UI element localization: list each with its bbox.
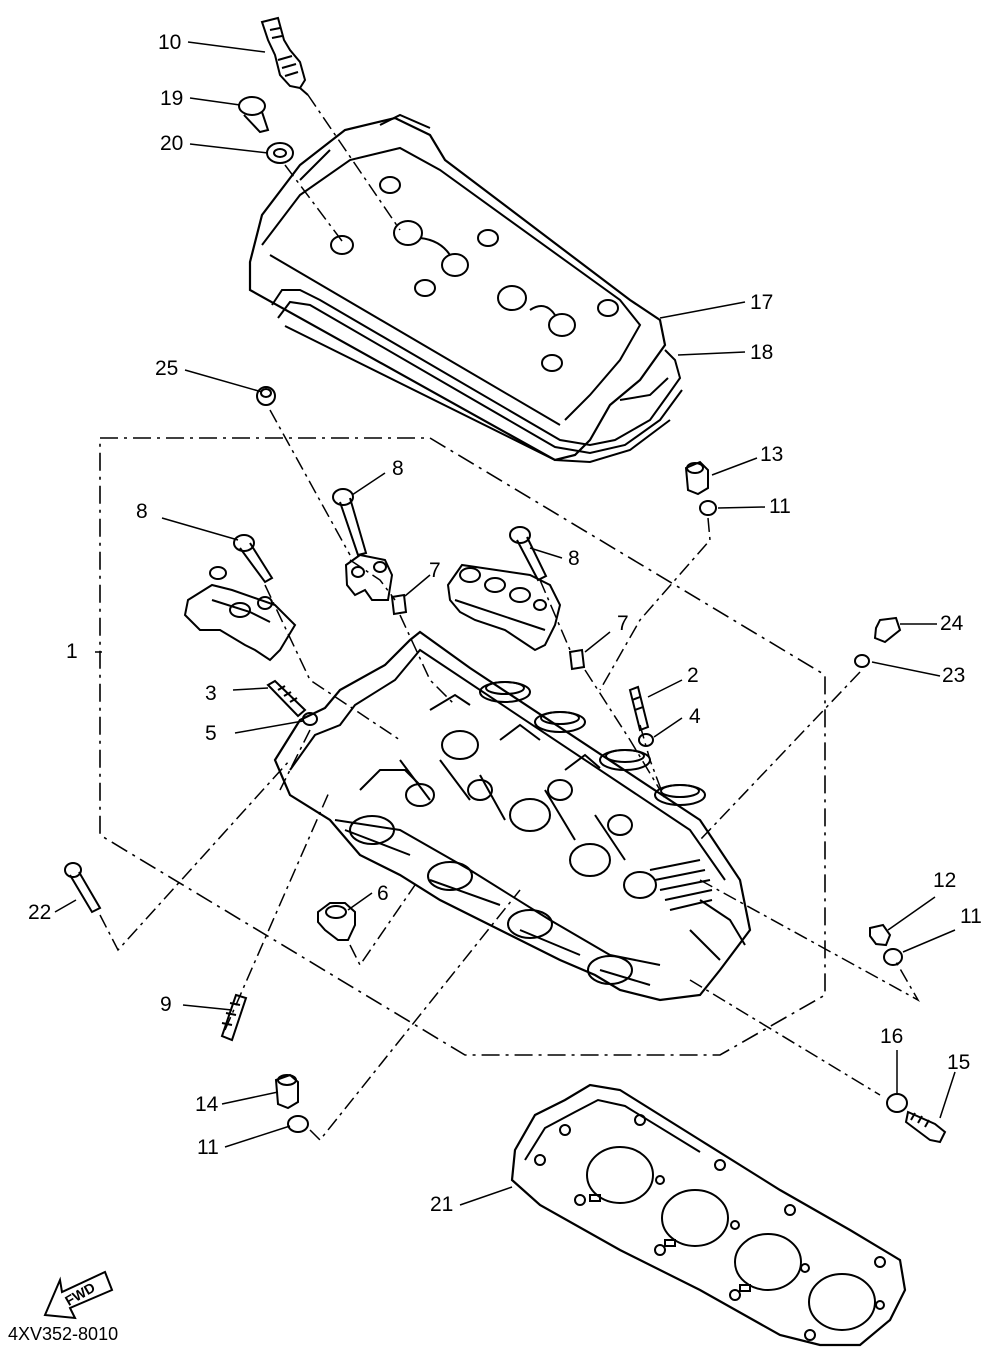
fwd-arrow xyxy=(45,1272,112,1318)
callout-12: 12 xyxy=(933,869,957,892)
part-13 xyxy=(686,462,708,494)
plug-6 xyxy=(318,903,355,940)
callout-16: 16 xyxy=(880,1025,904,1048)
callout-21: 21 xyxy=(430,1193,454,1216)
bolt-22 xyxy=(65,863,100,912)
callout-19: 19 xyxy=(160,87,184,110)
washer-11-right xyxy=(884,949,902,965)
callout-24: 24 xyxy=(940,612,964,635)
camshaft-cap-center xyxy=(346,555,392,600)
cover-gasket xyxy=(272,290,682,462)
camshaft-cap-left xyxy=(185,567,295,660)
cylinder-head-cover xyxy=(250,115,668,460)
callout-5: 5 xyxy=(205,722,217,745)
callout-8-left: 8 xyxy=(136,500,148,523)
callout-10: 10 xyxy=(158,31,182,54)
washer-5 xyxy=(303,713,317,725)
callout-9: 9 xyxy=(160,993,172,1016)
callout-8-right: 8 xyxy=(568,547,580,570)
bolt-24 xyxy=(875,618,900,642)
callout-13: 13 xyxy=(760,443,784,466)
callout-23: 23 xyxy=(942,664,966,687)
bolt-8-right xyxy=(510,527,546,580)
callout-22: 22 xyxy=(28,901,52,924)
washer-11-bottom xyxy=(288,1116,308,1132)
part-14 xyxy=(276,1075,298,1108)
assembly-boundary xyxy=(100,438,825,1055)
figure-code: 4XV352-8010 xyxy=(8,1324,119,1344)
spark-plug-10 xyxy=(262,18,308,95)
bolt-19 xyxy=(239,97,268,132)
callout-25: 25 xyxy=(155,357,179,380)
callout-14: 14 xyxy=(195,1093,219,1116)
washer-16 xyxy=(887,1094,907,1112)
bolt-25 xyxy=(257,387,275,405)
washer-11-top xyxy=(700,501,716,515)
bolt-8-center xyxy=(333,489,366,555)
stud-2 xyxy=(630,687,648,730)
callout-8-center: 8 xyxy=(392,457,404,480)
callout-20: 20 xyxy=(160,132,184,155)
callout-7-right: 7 xyxy=(617,612,629,635)
washer-23 xyxy=(855,655,869,667)
callout-2: 2 xyxy=(687,664,699,687)
callout-15: 15 xyxy=(947,1051,971,1074)
stud-3 xyxy=(268,681,305,716)
stud-9 xyxy=(222,995,246,1040)
callout-4: 4 xyxy=(689,705,701,728)
callout-6: 6 xyxy=(377,882,389,905)
callout-7-left: 7 xyxy=(429,559,441,582)
camshaft-cap-right xyxy=(448,565,560,650)
assembly-lines xyxy=(100,95,918,1140)
callout-11-top: 11 xyxy=(769,495,791,518)
callout-17: 17 xyxy=(750,291,774,314)
cylinder-head xyxy=(275,632,750,1000)
callout-11-bottom: 11 xyxy=(197,1136,219,1159)
bolt-8-left xyxy=(234,535,272,582)
bolt-15 xyxy=(906,1112,945,1142)
callout-1: 1 xyxy=(66,640,78,663)
dowel-7-right xyxy=(570,650,584,669)
callout-3: 3 xyxy=(205,682,217,705)
dowel-7-left xyxy=(392,595,406,614)
callout-11-right: 11 xyxy=(960,905,982,928)
washer-20 xyxy=(267,143,293,163)
leader-lines xyxy=(55,42,955,1205)
cylinder-head-gasket xyxy=(512,1085,905,1345)
callout-18: 18 xyxy=(750,341,774,364)
bolt-12 xyxy=(870,925,890,945)
